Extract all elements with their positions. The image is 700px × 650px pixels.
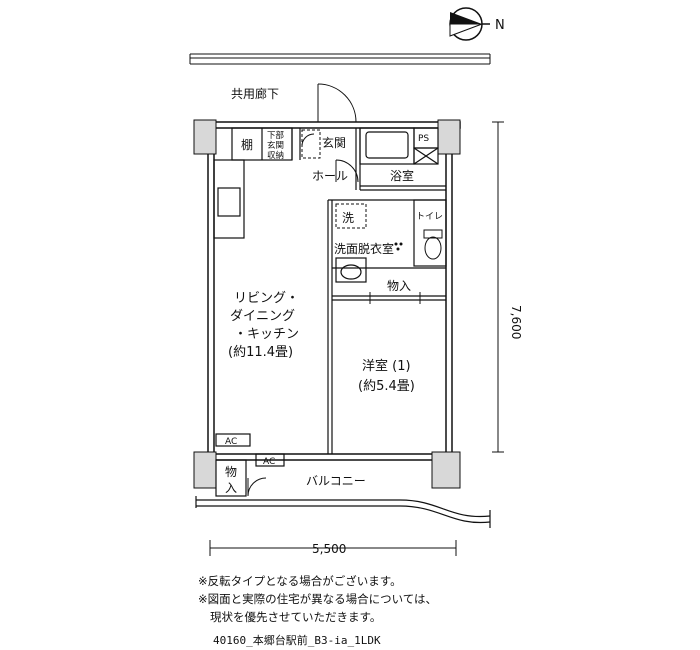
faucet-icon xyxy=(394,242,403,251)
balcony-closet-label-2: 入 xyxy=(225,481,237,495)
ps-label: PS xyxy=(418,134,429,144)
door-swings xyxy=(247,133,359,497)
ldk-label-2: ダイニング xyxy=(230,309,295,324)
dimension-lines xyxy=(209,121,504,556)
balcony-closet-label-1: 物 xyxy=(225,465,237,479)
shelf-label: 棚 xyxy=(241,137,253,152)
structural-columns xyxy=(193,119,461,489)
washing-machine-space xyxy=(335,203,367,229)
plan-caption: 40160_本郷台駅前_B3-ia_1LDK xyxy=(213,634,381,647)
entry-storage-label-2: 玄関 xyxy=(267,140,284,151)
ac-label-balcony: AC xyxy=(263,457,275,467)
toilet-icon xyxy=(423,229,443,260)
ac-label-ldk: AC xyxy=(225,437,237,447)
width-dimension: 5,500 xyxy=(312,542,346,556)
western-room-label-2: (約5.4畳) xyxy=(358,379,415,394)
entry-storage-label-1: 下部 xyxy=(267,130,285,141)
ldk-label-4: (約11.4畳) xyxy=(228,345,293,360)
western-room-label-1: 洋室 (1) xyxy=(362,358,411,374)
corridor-railing xyxy=(189,53,491,65)
note-line-1: ※反転タイプとなる場合がございます。 xyxy=(198,574,402,588)
toilet-label: トイレ xyxy=(416,212,443,222)
entry-storage-label-3: 収納 xyxy=(267,150,284,161)
note-line-2: ※図面と実際の住宅が異なる場合については、 xyxy=(198,592,438,606)
entry-door xyxy=(317,83,357,123)
balcony-label: バルコニー xyxy=(306,474,366,488)
genkan-label: 玄関 xyxy=(322,135,346,150)
north-label: N xyxy=(495,18,505,33)
interior-walls xyxy=(213,127,447,454)
bath-label: 浴室 xyxy=(390,168,414,183)
notes-block: ※反転タイプとなる場合がございます。 ※図面と実際の住宅が異なる場合については、… xyxy=(198,572,437,626)
balcony-outline xyxy=(195,453,491,528)
sliding-doors xyxy=(327,292,440,380)
washer-label: 洗 xyxy=(342,211,354,225)
closet-mid-label: 物入 xyxy=(387,279,411,293)
corridor-label: 共用廊下 xyxy=(231,86,279,101)
ldk-label-1: リビング・ xyxy=(234,291,299,306)
depth-dimension: 7,600 xyxy=(509,305,523,339)
note-line-3: 現状を優先させていただきます。 xyxy=(210,610,382,624)
north-arrow-icon: N xyxy=(449,7,505,41)
hall-label: ホール xyxy=(312,169,348,183)
ldk-label-3: ・キッチン xyxy=(234,327,299,342)
washroom-label: 洗面脱衣室 xyxy=(334,241,394,256)
